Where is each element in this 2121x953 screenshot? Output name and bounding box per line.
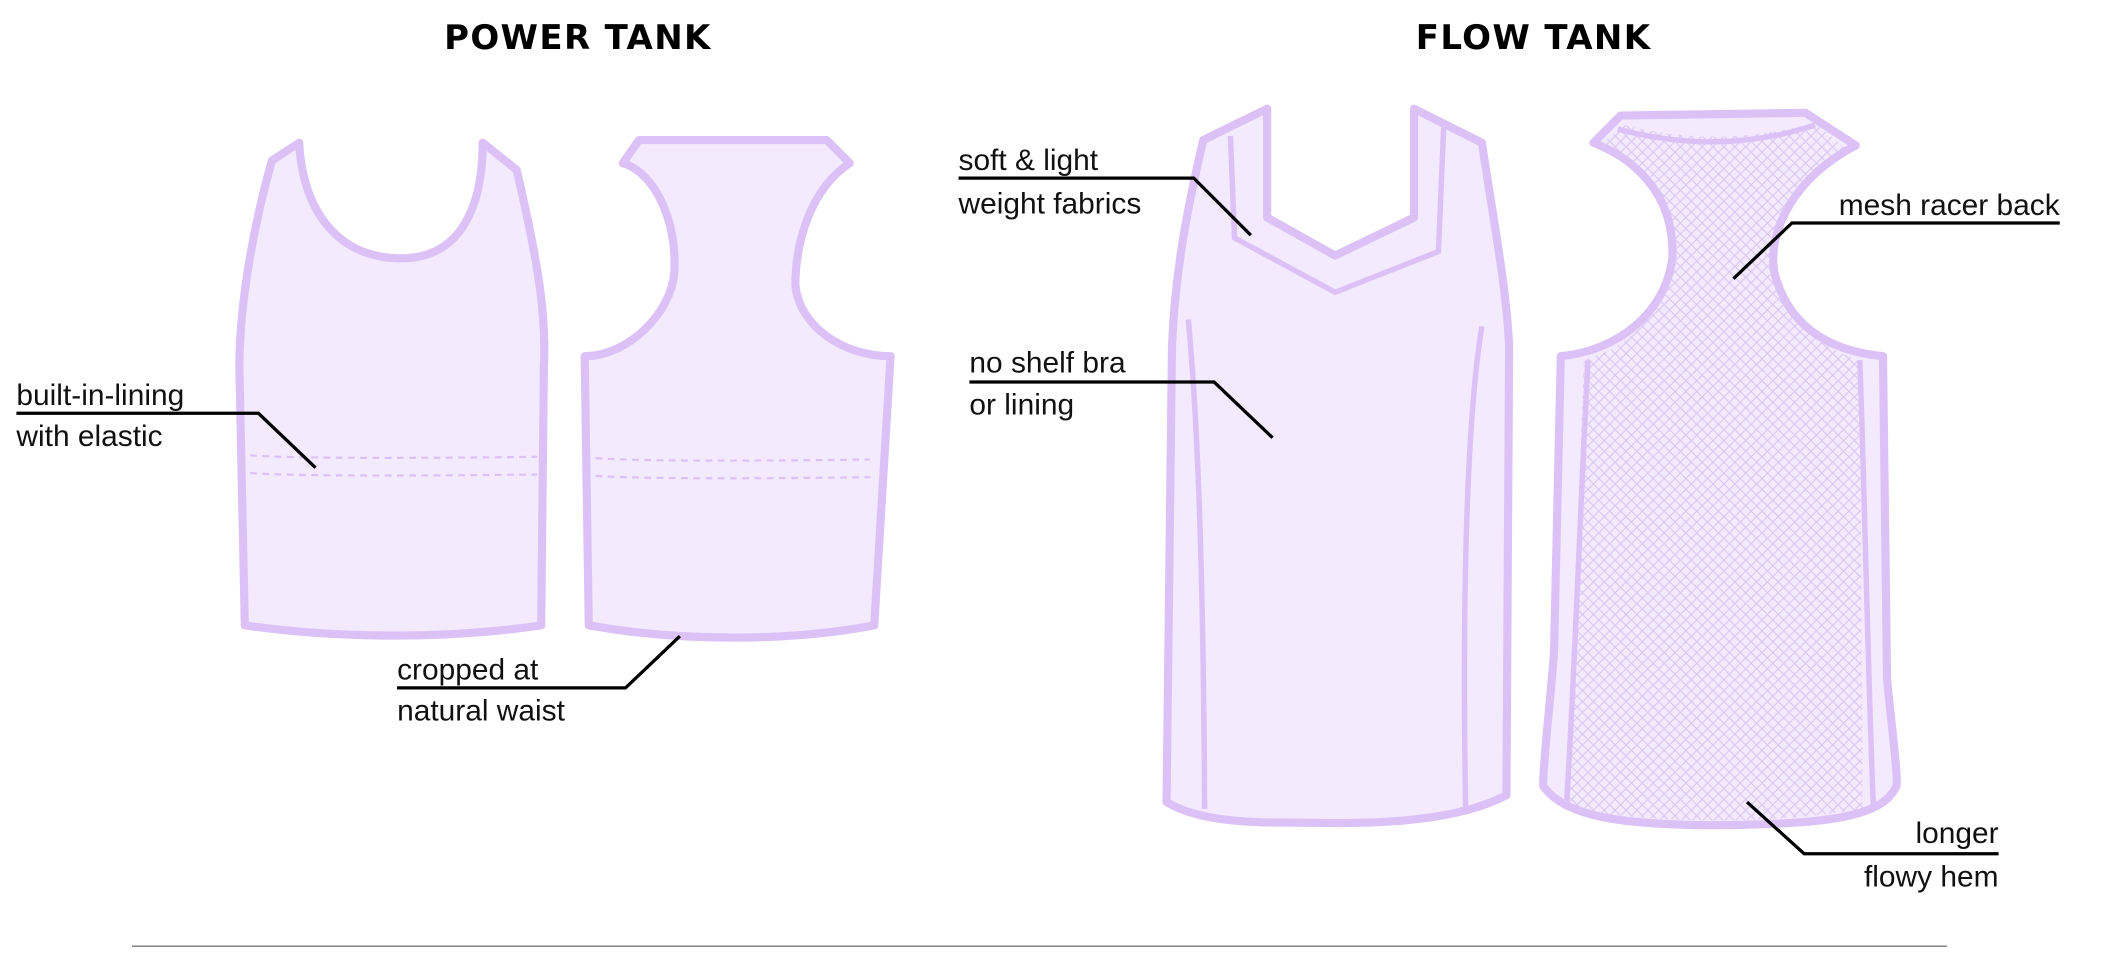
annotation-lining: built-in-lining with elastic: [15, 379, 317, 469]
annotation-mesh-racer-back: mesh racer back: [1732, 189, 2060, 280]
mesh-panel: [1566, 122, 1863, 821]
svg-text:natural waist: natural waist: [397, 695, 565, 728]
svg-text:with elastic: with elastic: [15, 420, 162, 453]
annotation-no-shelf-bra: no shelf bra or lining: [969, 346, 1274, 439]
svg-text:or lining: or lining: [969, 389, 1074, 422]
svg-text:cropped at: cropped at: [397, 654, 539, 687]
svg-text:soft & light: soft & light: [959, 144, 1099, 177]
annotation-longer-hem: longer flowy hem: [1745, 800, 1999, 893]
svg-text:weight fabrics: weight fabrics: [958, 187, 1142, 220]
svg-text:built-in-lining: built-in-lining: [16, 379, 184, 412]
annotation-cropped: cropped at natural waist: [397, 635, 681, 728]
flow-tank-title: FLOW TANK: [1416, 18, 1652, 58]
flow-tank-front: [1162, 104, 1514, 828]
svg-text:flowy hem: flowy hem: [1864, 860, 1999, 893]
svg-text:mesh racer back: mesh racer back: [1839, 189, 2060, 222]
flow-tank-back: [1539, 108, 1901, 830]
power-tank-title: POWER TANK: [444, 18, 712, 58]
power-tank-back: [580, 135, 895, 642]
svg-text:no shelf bra: no shelf bra: [969, 346, 1126, 379]
svg-text:longer: longer: [1915, 817, 1998, 850]
annotation-soft-fabrics: soft & light weight fabrics: [958, 144, 1252, 237]
power-tank-front: [235, 138, 549, 640]
